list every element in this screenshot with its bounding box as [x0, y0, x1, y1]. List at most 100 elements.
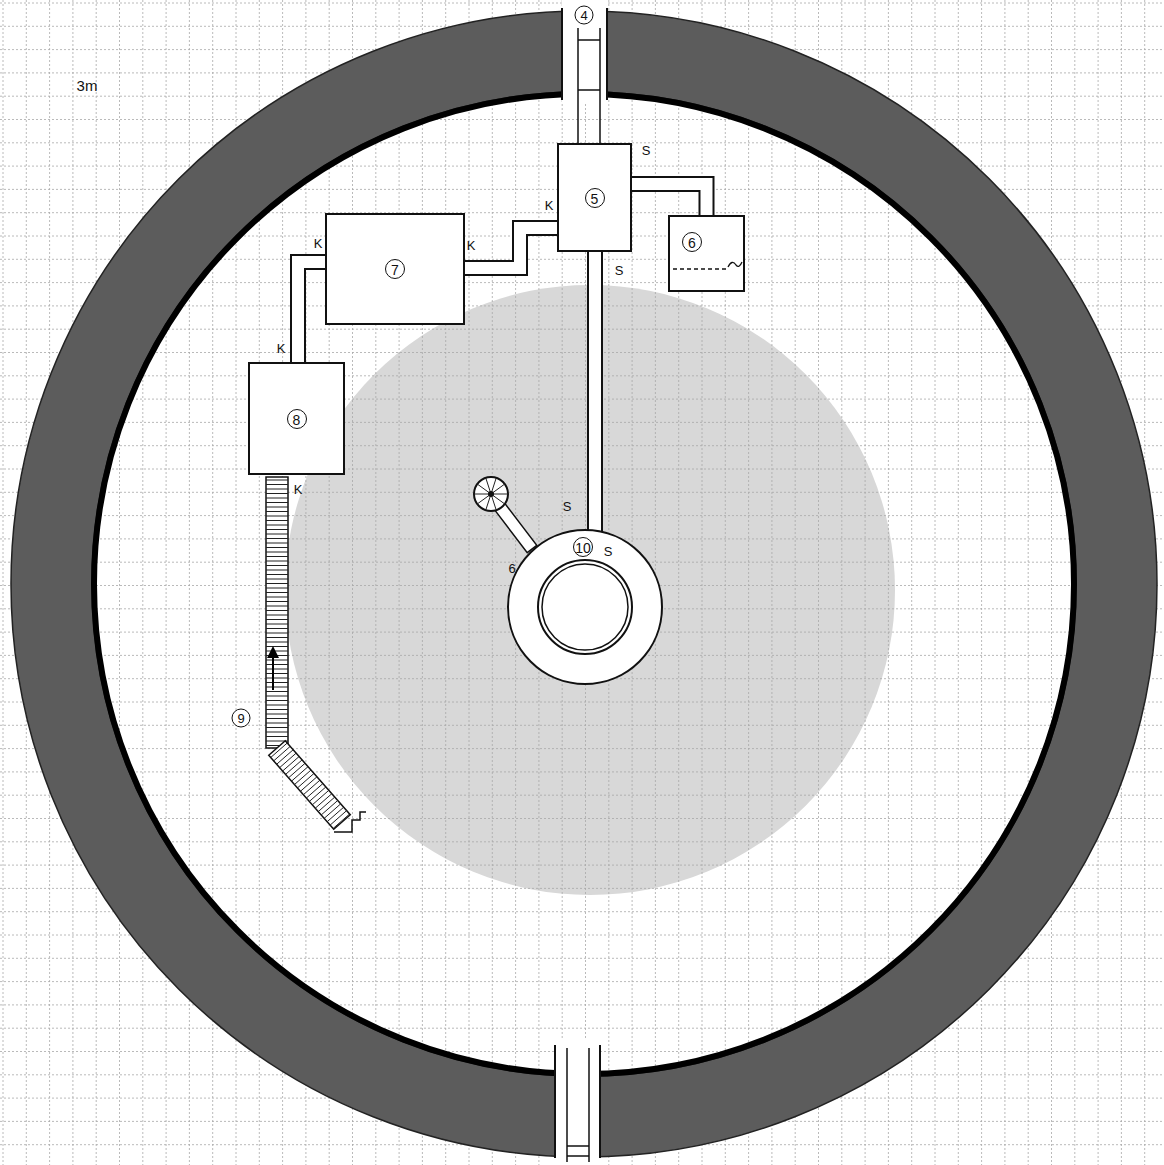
stair-step: [266, 606, 288, 607]
stair-step: [266, 484, 288, 485]
stair-step: [266, 561, 288, 562]
stair-step: [266, 714, 288, 715]
gate-wall: [606, 8, 608, 100]
stair-step: [266, 619, 288, 620]
stair-step: [266, 633, 288, 634]
stair-step: [280, 753, 297, 768]
corridor-wall: [298, 262, 325, 362]
stair-step: [266, 583, 288, 584]
map-mark: K: [467, 238, 476, 253]
stair-step: [321, 800, 338, 815]
room-number: 5: [585, 188, 605, 208]
stair-step: [266, 529, 288, 530]
stair-step: [283, 757, 300, 772]
grid-line: [0, 515, 1164, 516]
grid-line: [795, 0, 796, 1165]
stair-step: [266, 597, 288, 598]
grid-line: [0, 469, 1164, 470]
grid-line: [0, 725, 1164, 726]
stair-step: [266, 579, 288, 580]
map-mark: 3m: [77, 78, 98, 93]
stair-step: [266, 552, 288, 553]
stair-step: [309, 787, 326, 802]
stair-step: [333, 814, 350, 829]
grid-line: [0, 818, 1164, 819]
inner-ring: [542, 564, 628, 650]
gate-wall: [554, 1045, 556, 1158]
grid-line: [445, 0, 446, 1165]
stair-step: [266, 705, 288, 706]
corridor: [632, 184, 707, 215]
grid-line: [0, 119, 1164, 120]
stair-step: [266, 678, 288, 679]
stair-step: [266, 615, 288, 616]
stair-step: [286, 760, 303, 775]
stair-step: [266, 718, 288, 719]
stair-step: [266, 570, 288, 571]
stair-step: [266, 556, 288, 557]
map-mark: S: [642, 143, 651, 158]
stair-step: [266, 516, 288, 517]
stair-step: [266, 637, 288, 638]
corridor-floor: [589, 252, 601, 531]
grid-line: [748, 0, 749, 1165]
grid-line: [119, 0, 120, 1165]
stair-step: [266, 480, 288, 481]
room-number: 6: [682, 232, 702, 252]
stair-step: [266, 696, 288, 697]
stair-step: [266, 493, 288, 494]
stair-step: [266, 700, 288, 701]
map-mark: K: [314, 236, 323, 251]
stair-step: [266, 646, 288, 647]
grid-line: [771, 0, 772, 1165]
stair-step: [266, 565, 288, 566]
stair-step: [266, 507, 288, 508]
stair-step: [266, 538, 288, 539]
grid-line: [1051, 0, 1052, 1165]
stair-step: [266, 687, 288, 688]
room-box: 8: [248, 362, 345, 475]
grid-line: [352, 0, 353, 1165]
room-box: 6: [668, 215, 745, 292]
stair-step: [266, 610, 288, 611]
wall-inner-edge: [94, 94, 1074, 1074]
grid-line: [0, 795, 1164, 796]
grid-line: [702, 0, 703, 1165]
stair-step: [297, 773, 314, 788]
grid-line: [841, 0, 842, 1165]
grid-line: [469, 0, 470, 1165]
fortress-wall: [11, 11, 1157, 1157]
stair-step: [266, 723, 288, 724]
spiral-core: [488, 491, 494, 497]
map-mark: K: [294, 482, 303, 497]
inner-ring: [538, 560, 632, 654]
callout-number: 4: [575, 6, 594, 25]
grid-line: [0, 492, 1164, 493]
stair-step: [266, 624, 288, 625]
dashed-ledge: [673, 268, 726, 269]
room-number: 7: [385, 259, 405, 279]
callout-number: 9: [232, 709, 251, 728]
stair-arrow-head: [267, 646, 279, 658]
grid-line: [0, 702, 1164, 703]
gate-passage: [566, 1048, 568, 1162]
grid-line: [422, 0, 423, 1165]
grid-line: [0, 1028, 1164, 1029]
stair-step: [266, 727, 288, 728]
corridor: [595, 252, 596, 531]
stair-step: [266, 660, 288, 661]
corridor-floor: [465, 228, 557, 268]
stair-step: [266, 511, 288, 512]
stair-step: [266, 489, 288, 490]
grid-line: [0, 375, 1164, 376]
grid-line: [0, 841, 1164, 842]
stair-step: [294, 770, 311, 785]
gate-wall: [561, 8, 563, 100]
stair-step: [315, 794, 332, 809]
stair-step: [266, 543, 288, 544]
stair-step: [303, 780, 320, 795]
grid-line: [142, 0, 143, 1165]
